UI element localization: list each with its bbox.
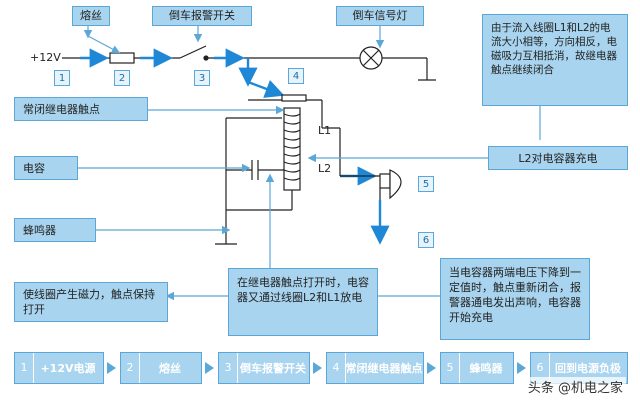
label-fuse: 熔丝 [72, 6, 110, 26]
callout-cap-voltage-drop: 当电容器两端电压下降到一定值时，触点重新闭合，报警器通电发出声响，电容器开始充电 [440, 258, 590, 340]
flow-step-3: 3 倒车报警开关 [218, 352, 310, 384]
step-marker-3: 3 [194, 70, 210, 86]
callout-capacitor: 电容 [14, 156, 78, 180]
buzzer-symbol [340, 169, 402, 200]
step-marker-1: 1 [54, 70, 70, 86]
label-reverse-switch: 倒车报警开关 [152, 6, 252, 26]
watermark: 头条 @机电之家 [524, 377, 626, 396]
flow-arrow [427, 362, 436, 374]
flow-step-label: 熔丝 [159, 361, 181, 375]
flow-step-label: 常闭继电器触点 [345, 361, 423, 375]
flow-step-label: 回到电源负极 [555, 361, 621, 375]
flow-arrow [107, 362, 116, 374]
flow-arrow [313, 362, 322, 374]
flow-step-2: 2 熔丝 [120, 352, 202, 384]
flow-step-number: 5 [441, 353, 460, 383]
callout-current-balance: 由于流入线圈L1和L2的电流大小相等，方向相反，电磁吸力互相抵消，故继电器触点继… [482, 14, 628, 106]
flow-arrow [205, 362, 214, 374]
coil-l1-label: L1 [318, 124, 332, 137]
callout-relay-open-discharge: 在继电器触点打开时，电容器又通过线圈L2和L1放电 [228, 268, 378, 336]
callout-l2-charges: L2对电容器充电 [488, 146, 628, 170]
step-marker-4: 4 [288, 68, 304, 84]
flow-step-number: 2 [121, 353, 140, 383]
flow-step-label: +12V电源 [40, 361, 96, 375]
flow-arrow [517, 362, 526, 374]
flow-step-1: 1 +12V电源 [14, 352, 104, 384]
relay [215, 94, 341, 245]
step-marker-5: 5 [418, 176, 434, 192]
flow-step-number: 6 [531, 353, 550, 383]
flow-step-4: 4 常闭继电器触点 [326, 352, 424, 384]
callout-coil-magnetism: 使线圈产生磁力，触点保持打开 [14, 282, 168, 322]
flow-step-5: 5 蜂鸣器 [440, 352, 514, 384]
flow-step-label: 倒车报警开关 [240, 361, 306, 375]
callout-nc-relay-contact: 常闭继电器触点 [14, 97, 148, 121]
supply-wire [62, 45, 436, 81]
flow-step-label: 蜂鸣器 [469, 361, 503, 375]
step-marker-2: 2 [114, 70, 130, 86]
coil-l2-label: L2 [318, 162, 332, 175]
callout-pointers [78, 14, 541, 301]
label-reverse-lamp: 倒车信号灯 [336, 6, 424, 26]
flow-step-number: 3 [219, 353, 238, 383]
flow-step-number: 4 [327, 353, 346, 383]
supply-label: +12V [30, 51, 61, 64]
flow-step-number: 1 [15, 353, 34, 383]
callout-buzzer: 蜂鸣器 [14, 218, 96, 242]
step-marker-6: 6 [418, 232, 434, 248]
